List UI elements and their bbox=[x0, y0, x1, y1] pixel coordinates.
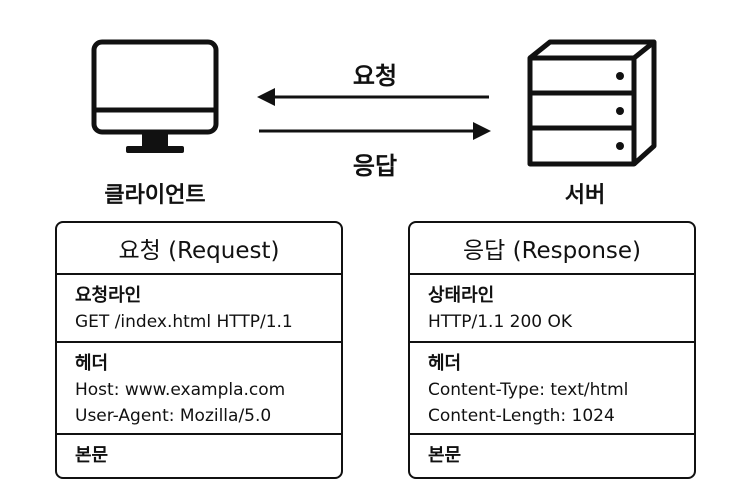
request-header-host: Host: www.exampla.com bbox=[75, 380, 286, 400]
response-arrow-label: 응답 bbox=[352, 152, 398, 180]
response-header-heading: 헤더 bbox=[428, 353, 462, 374]
request-line-section: 요청라인 GET /index.html HTTP/1.1 bbox=[57, 275, 341, 343]
request-panel: 요청 (Request) 요청라인 GET /index.html HTTP/1… bbox=[55, 221, 343, 479]
response-header-content-type: Content-Type: text/html bbox=[428, 380, 629, 400]
request-header-user-agent: User-Agent: Mozilla/5.0 bbox=[75, 406, 272, 426]
status-line-section: 상태라인 HTTP/1.1 200 OK bbox=[410, 275, 694, 343]
right-arrow-icon bbox=[259, 122, 491, 140]
left-arrow-icon bbox=[257, 88, 489, 106]
response-body-section: 본문 bbox=[410, 435, 694, 475]
status-line-value: HTTP/1.1 200 OK bbox=[428, 312, 573, 332]
request-line-heading: 요청라인 bbox=[75, 285, 142, 306]
response-header-content-length: Content-Length: 1024 bbox=[428, 406, 615, 426]
response-header-section: 헤더 Content-Type: text/html Content-Lengt… bbox=[410, 343, 694, 435]
client-label: 클라이언트 bbox=[104, 183, 206, 208]
server-icon bbox=[527, 39, 657, 167]
response-panel: 응답 (Response) 상태라인 HTTP/1.1 200 OK 헤더 Co… bbox=[408, 221, 696, 479]
response-panel-title: 응답 (Response) bbox=[410, 223, 694, 275]
request-body-heading: 본문 bbox=[75, 445, 109, 466]
request-panel-title: 요청 (Request) bbox=[57, 223, 341, 275]
status-line-heading: 상태라인 bbox=[428, 285, 495, 306]
request-header-section: 헤더 Host: www.exampla.com User-Agent: Moz… bbox=[57, 343, 341, 435]
request-line-value: GET /index.html HTTP/1.1 bbox=[75, 312, 293, 332]
request-body-section: 본문 bbox=[57, 435, 341, 475]
server-label: 서버 bbox=[564, 183, 606, 208]
monitor-icon bbox=[91, 39, 219, 153]
response-body-heading: 본문 bbox=[428, 445, 462, 466]
request-header-heading: 헤더 bbox=[75, 353, 109, 374]
request-arrow-label: 요청 bbox=[352, 62, 398, 90]
